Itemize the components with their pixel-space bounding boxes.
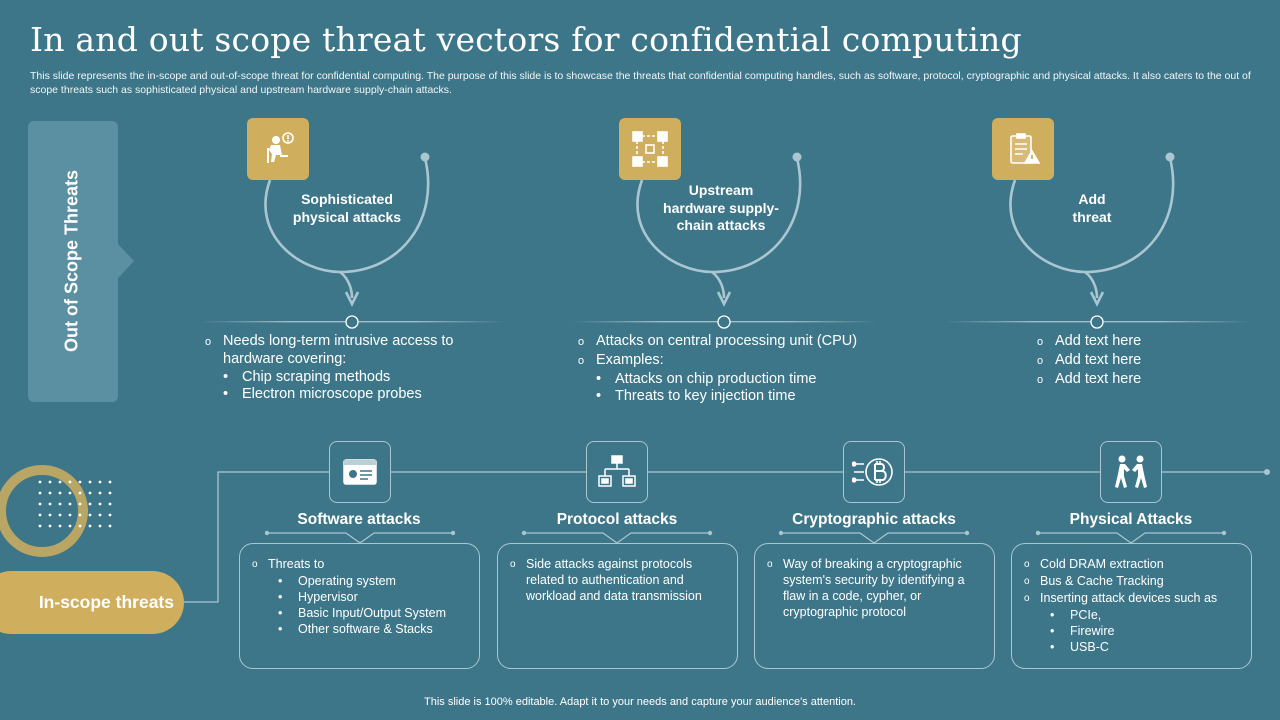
- clipboard-warning-icon: [992, 118, 1054, 180]
- list-subitem: •Other software & Stacks: [278, 622, 433, 636]
- list-subitem: •Chip scraping methods: [223, 368, 391, 385]
- list-subitem: •Threats to key injection time: [596, 388, 796, 405]
- vector-title-upstream: Upstream hardware supply- chain attacks: [663, 182, 779, 233]
- list-subitem: •PCIe,: [1050, 608, 1102, 622]
- decorative-ring: [0, 465, 88, 557]
- person-thinking-icon: [247, 118, 309, 180]
- vector-title-sophisticated: Sophisticated physical attacks: [292, 191, 402, 225]
- network-protocol-icon: [586, 441, 648, 503]
- vector-arc-3: [1009, 152, 1175, 307]
- out-of-scope-panel: [28, 121, 118, 402]
- card-headers: [264, 530, 1227, 544]
- supply-chain-icon: [619, 118, 681, 180]
- in-scope-label: In-scope threats: [0, 571, 184, 634]
- page-title: In and out scope threat vectors for conf…: [30, 20, 1022, 59]
- crypto-bitcoin-icon: [843, 441, 905, 503]
- threat-title-physical: Physical Attacks: [1069, 511, 1193, 528]
- page-description: This slide represents the in-scope and o…: [30, 70, 1251, 96]
- browser-window-icon: [329, 441, 391, 503]
- list-subitem: •Electron microscope probes: [223, 386, 422, 403]
- decorative-dots: [38, 480, 112, 528]
- threat-title-protocol: Protocol attacks: [556, 511, 678, 528]
- out-of-scope-pointer: [118, 244, 134, 278]
- list-subitem: •Attacks on chip production time: [596, 370, 817, 387]
- vector-arc-1: [264, 152, 430, 307]
- list-subitem: •USB-C: [1050, 640, 1109, 654]
- list-subitem: •Basic Input/Output System: [278, 606, 446, 620]
- footer-note: This slide is 100% editable. Adapt it to…: [424, 696, 856, 708]
- threat-title-software: Software attacks: [297, 511, 421, 528]
- list-subitem: •Operating system: [278, 574, 396, 588]
- in-scope-connector: [184, 469, 1270, 603]
- vector-title-add-threat: Add threat: [1072, 191, 1112, 225]
- threat-title-cryptographic: Cryptographic attacks: [792, 511, 956, 528]
- vector-dividers: [200, 315, 1250, 329]
- people-fighting-icon: [1100, 441, 1162, 503]
- list-subitem: •Hypervisor: [278, 590, 358, 604]
- vector-arc-2: [636, 152, 802, 307]
- out-of-scope-label: Out of Scope Threats: [61, 169, 82, 353]
- list-subitem: •Firewire: [1050, 624, 1115, 638]
